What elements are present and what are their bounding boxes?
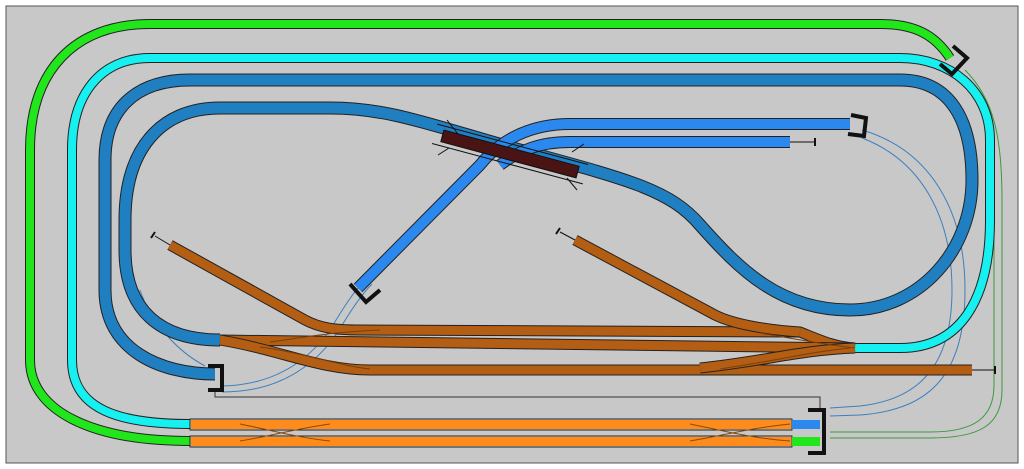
end-stops xyxy=(150,44,996,455)
hidden-track-green-1 xyxy=(830,69,1003,439)
buffer-branch-top xyxy=(847,113,869,139)
buffer-outer-top-right xyxy=(938,44,970,77)
buffer-branch-left xyxy=(348,282,382,305)
hidden-track-blue-1 xyxy=(829,129,966,417)
buffer-main-left xyxy=(208,364,224,392)
branch-line-tracks xyxy=(353,118,850,293)
staging-tracks xyxy=(189,418,820,448)
second-loop-track xyxy=(67,53,995,429)
bridge-deck xyxy=(440,129,580,179)
hidden-track-dark xyxy=(214,388,821,412)
staging-crossover xyxy=(239,423,791,442)
outer-loop-track xyxy=(25,19,955,446)
hidden-track-blue-2 xyxy=(829,137,953,409)
buffer-staging-right xyxy=(808,408,826,455)
yard-tracks xyxy=(167,235,972,376)
bridge xyxy=(431,119,589,191)
yard-crossover xyxy=(259,329,856,370)
main-loop-track xyxy=(98,73,979,381)
